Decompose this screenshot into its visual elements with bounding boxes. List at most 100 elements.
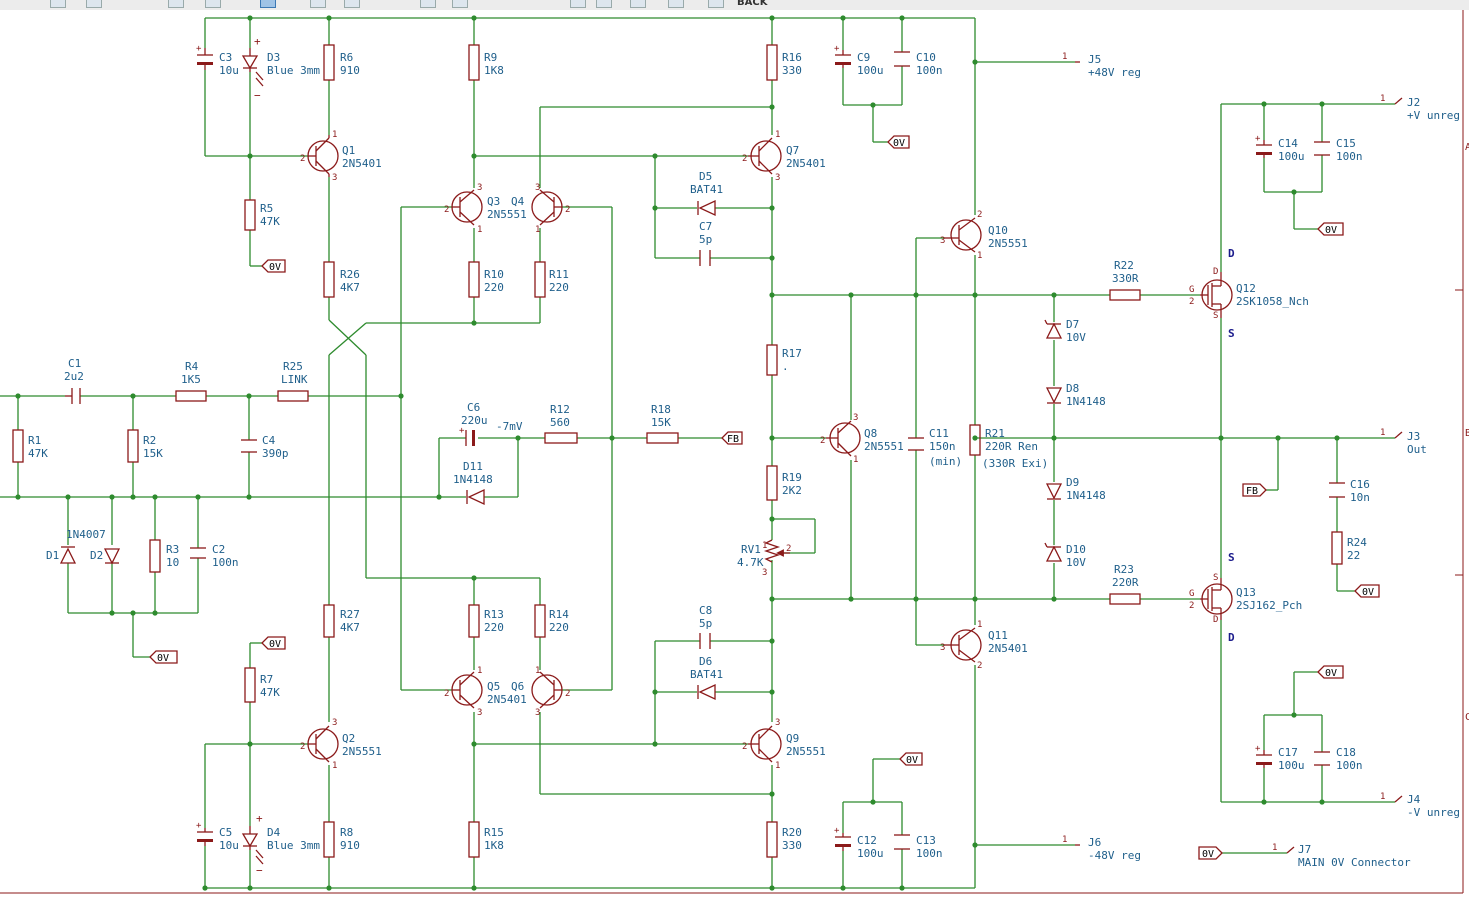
erc-icon[interactable] [596,0,612,8]
ref-J6: J6 [1088,836,1101,849]
ref-C14: C14 [1278,137,1298,150]
capacitors: +++++++ [65,44,1345,851]
val-J4: -V unreg [1407,806,1460,819]
val-D9: 1N4148 [1066,489,1106,502]
svg-text:1: 1 [1380,94,1385,104]
val-C11: 150n [929,440,956,453]
svg-text:3: 3 [762,568,767,578]
svg-text:G: G [1189,589,1194,599]
ref-D8: D8 [1066,382,1079,395]
ref-C10: C10 [916,51,936,64]
val-C14: 100u [1278,150,1305,163]
svg-text:G: G [1189,285,1194,295]
val-Q10: 2N5551 [988,237,1028,250]
svg-text:D: D [1228,247,1235,260]
svg-text:3: 3 [940,643,945,653]
plot-icon[interactable] [344,0,360,8]
ref-J7: J7 [1298,843,1311,856]
val-R17: . [782,360,789,373]
net-label-0v: 0V [1325,225,1337,236]
netlist-icon[interactable] [420,0,436,8]
zoom-in-icon[interactable] [50,0,66,8]
val-C3: 10u [219,64,239,77]
val-R9: 1K8 [484,64,504,77]
extra-C11: (min) [929,455,962,468]
diodes: +−+− [59,35,1063,877]
val-R16: 330 [782,64,802,77]
ref-J4: J4 [1407,793,1421,806]
svg-text:+: + [1255,744,1261,754]
svg-text:1: 1 [332,130,337,140]
ref-R9: R9 [484,51,497,64]
ref-R10: R10 [484,268,504,281]
net-label-0v: 0V [269,262,281,273]
ref-Q10: Q10 [988,224,1008,237]
svg-text:+: + [196,821,202,831]
val-R5: 47K [260,215,280,228]
svg-text:1: 1 [775,761,780,771]
ref-R23: R23 [1114,563,1134,576]
val-R21: 220R Ren [985,440,1038,453]
val-C15: 100n [1336,150,1363,163]
ref-R22: R22 [1114,259,1134,272]
svg-text:D: D [1228,631,1235,644]
zoom-out-icon[interactable] [86,0,102,8]
val-C10: 100n [916,64,943,77]
svg-text:+: + [834,826,840,836]
val-R24: 22 [1347,549,1360,562]
back-annotate-icon[interactable] [708,0,724,8]
val-R15: 1K8 [484,839,504,852]
offset-voltage-label: -7mV [496,420,523,433]
val-Q3: 2N5551 [487,208,527,221]
ref-D6: D6 [699,655,712,668]
svg-text:S: S [1213,311,1218,321]
net-label-frames [149,135,1380,860]
ref-C13: C13 [916,834,936,847]
svg-text:3: 3 [775,173,780,183]
ref-C3: C3 [219,51,232,64]
val-Q9: 2N5551 [786,745,826,758]
net-labels[interactable]: 0V 0V FB 0V 0V 0V 0V 0V FB 0V 0V [157,138,1374,860]
svg-text:2: 2 [977,661,982,671]
svg-text:+: + [459,426,465,436]
print-icon[interactable] [310,0,326,8]
back-label[interactable]: BACK [737,0,768,8]
val-R25: LINK [281,373,308,386]
zoom-tool-icon[interactable] [260,0,276,8]
val-J3: Out [1407,443,1427,456]
svg-text:S: S [1228,327,1235,340]
svg-text:+: + [256,812,263,825]
val-R4: 1K5 [181,373,201,386]
svg-text:1: 1 [477,666,482,676]
net-label-0v: 0V [157,653,169,664]
pcb-icon[interactable] [668,0,684,8]
svg-text:1: 1 [1380,792,1385,802]
val-R14: 220 [549,621,569,634]
schematic-canvas[interactable]: ABC [0,10,1469,903]
val-R12: 560 [550,416,570,429]
ref-R20: R20 [782,826,802,839]
ref-C16: C16 [1350,478,1370,491]
ref-R26: R26 [340,268,360,281]
val-C5: 10u [219,839,239,852]
ref-D4: D4 [267,826,281,839]
val-D10: 10V [1066,556,1086,569]
footprint-icon[interactable] [630,0,646,8]
ref-Q6: Q6 [511,680,524,693]
svg-text:3: 3 [940,236,945,246]
val-C8: 5p [699,617,712,630]
zoom-fit-icon[interactable] [168,0,184,8]
ref-R25: R25 [283,360,303,373]
bom-icon[interactable] [452,0,468,8]
val-Q11: 2N5401 [988,642,1028,655]
val-D7: 10V [1066,331,1086,344]
svg-text:3: 3 [535,183,540,193]
annotate-icon[interactable] [570,0,586,8]
zoom-selection-icon[interactable] [205,0,221,8]
ref-R6: R6 [340,51,353,64]
connector-pins [1075,61,1403,854]
val-R2: 15K [143,447,163,460]
ref-R1: R1 [28,434,41,447]
val-D4: Blue 3mm [267,839,320,852]
